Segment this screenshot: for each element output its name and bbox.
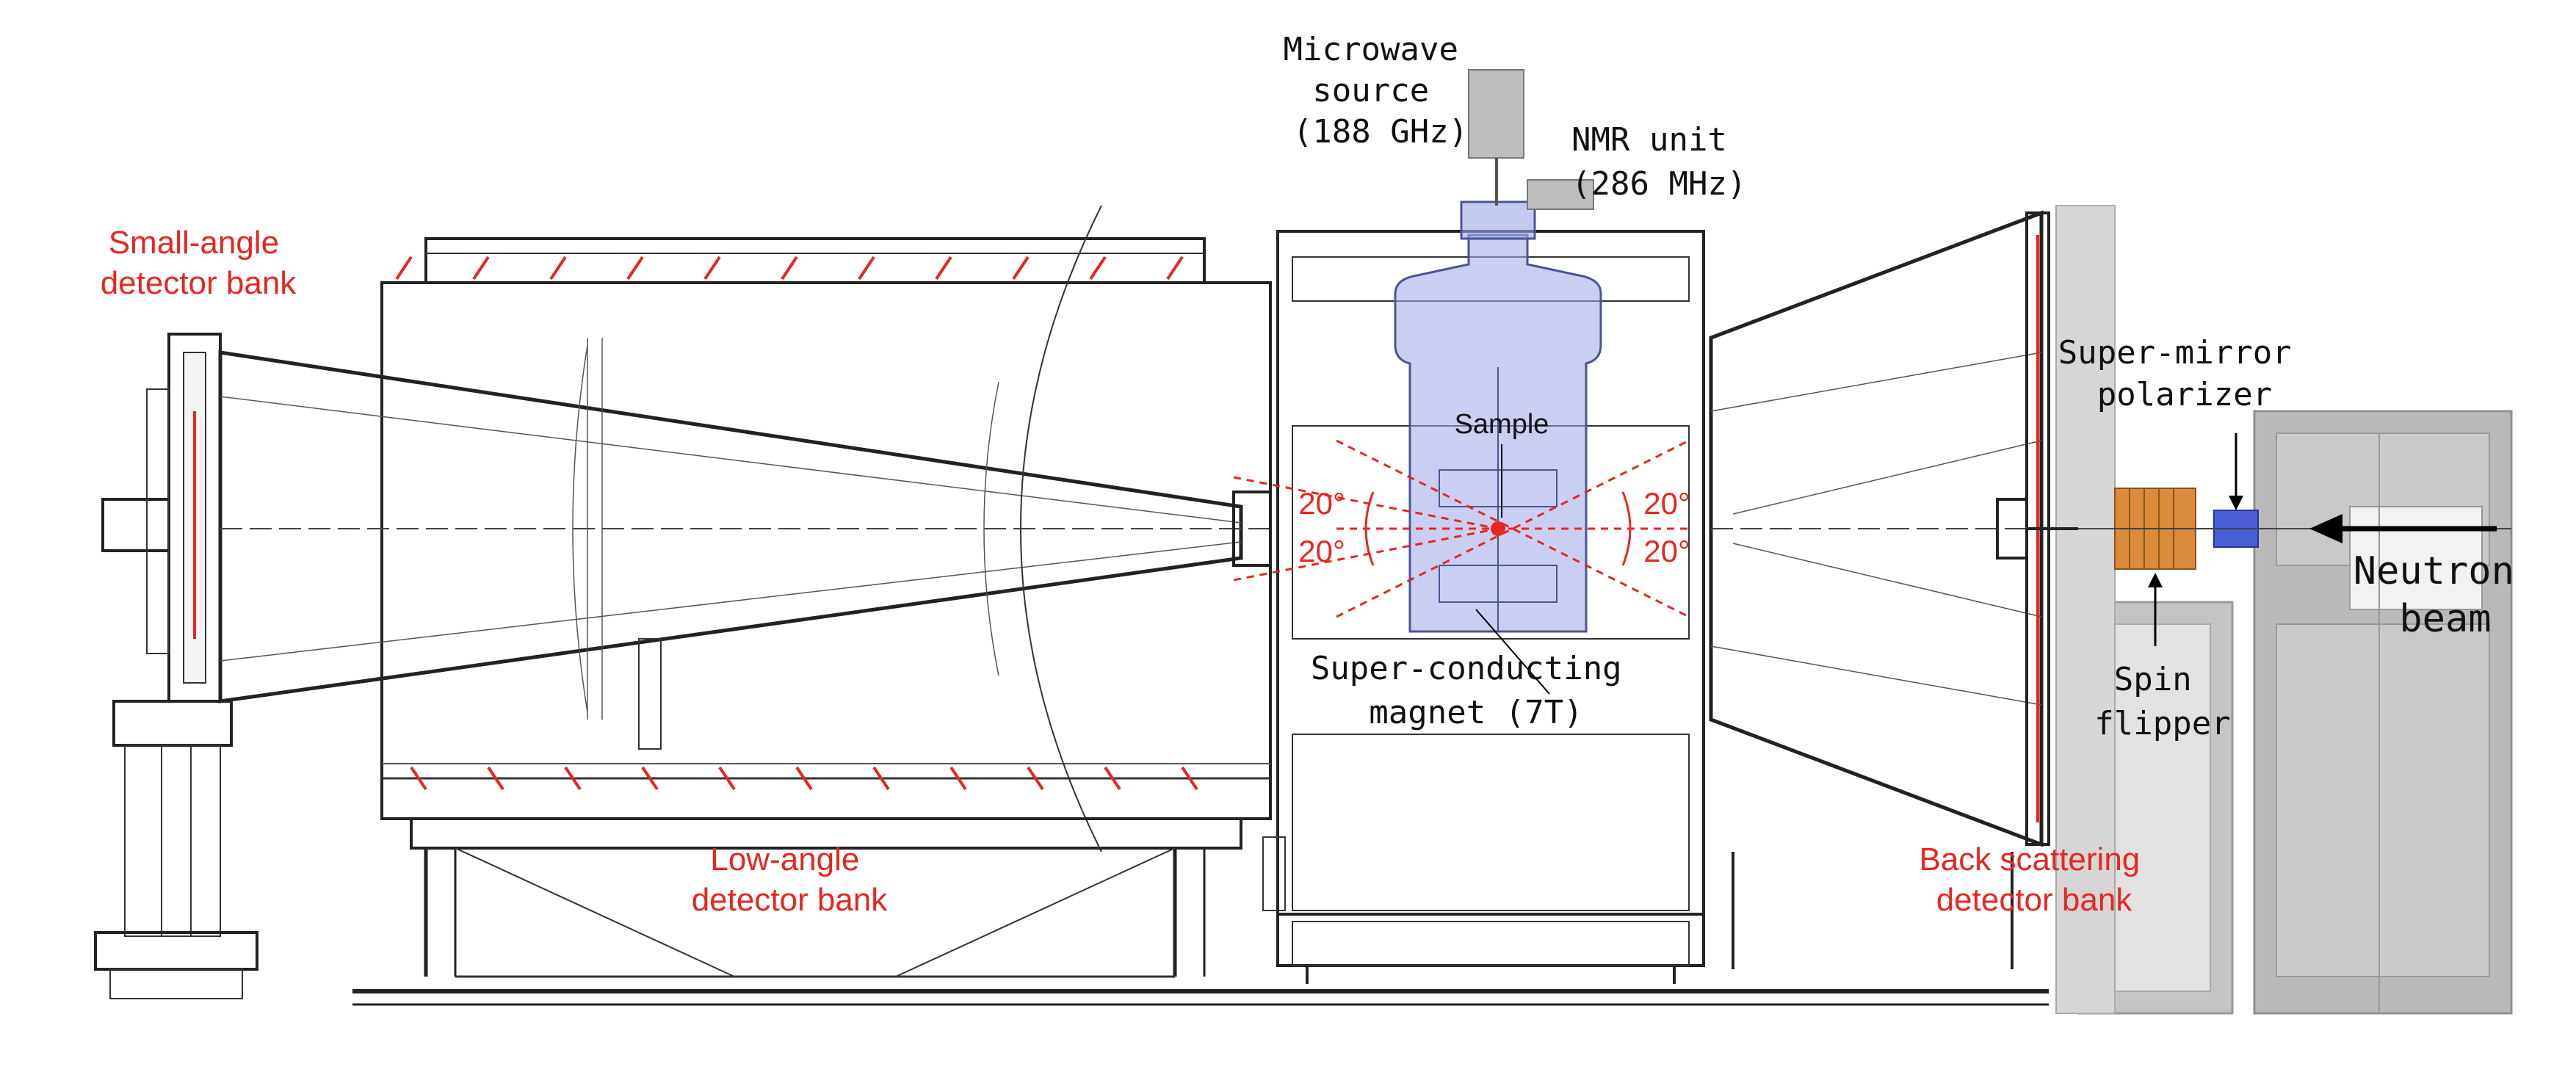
magnet-pointer: [1475, 609, 1550, 695]
neutron-beam-arrow: [2309, 514, 2497, 543]
back-scattering-chamber: [1709, 210, 2078, 969]
angle-arc-right: [1621, 491, 1632, 566]
small-angle-detector-assembly: [94, 333, 258, 999]
polarizer-label: Super-mirror polarizer: [2058, 334, 2311, 413]
angle-arc-left: [1364, 491, 1375, 566]
polarizer-pointer: [2229, 433, 2243, 510]
spin-flipper-pointer: [2148, 573, 2163, 646]
spin-flipper-label: Spin flipper: [2094, 661, 2230, 742]
sample-point: [1491, 521, 1505, 536]
angle-label-upper-right: 20°: [1643, 486, 1690, 521]
low-angle-vacuum-chamber: [218, 205, 1272, 978]
nmr-unit-label: NMR unit (286 MHz): [1571, 121, 1746, 203]
floor-rail: [352, 989, 2049, 1006]
microwave-source-box: [1468, 69, 1524, 206]
neutron-beam-label: Neutron beam: [2354, 549, 2537, 641]
angle-label-upper-left: 20°: [1298, 486, 1345, 521]
back-scattering-bank-label: Back scattering detector bank: [1919, 841, 2149, 918]
angle-label-lower-left: 20°: [1298, 534, 1345, 568]
low-angle-detectors-top: [395, 256, 1184, 280]
low-angle-detectors-bottom: [410, 766, 1198, 791]
angle-label-lower-right: 20°: [1643, 534, 1690, 568]
sample-label: Sample: [1455, 409, 1549, 440]
beam-shielding: [2055, 205, 2513, 1015]
low-angle-bank-label: Low-angle detector bank: [692, 841, 889, 918]
microwave-source-label: Microwave source (188 GHz): [1284, 31, 1478, 151]
small-angle-bank-label: Small-angle detector bank: [101, 225, 297, 301]
magnet-label: Super-conducting magnet (7T): [1311, 650, 1641, 731]
nmr-unit-box: [1527, 179, 1594, 210]
cryostat: [1394, 200, 1602, 633]
